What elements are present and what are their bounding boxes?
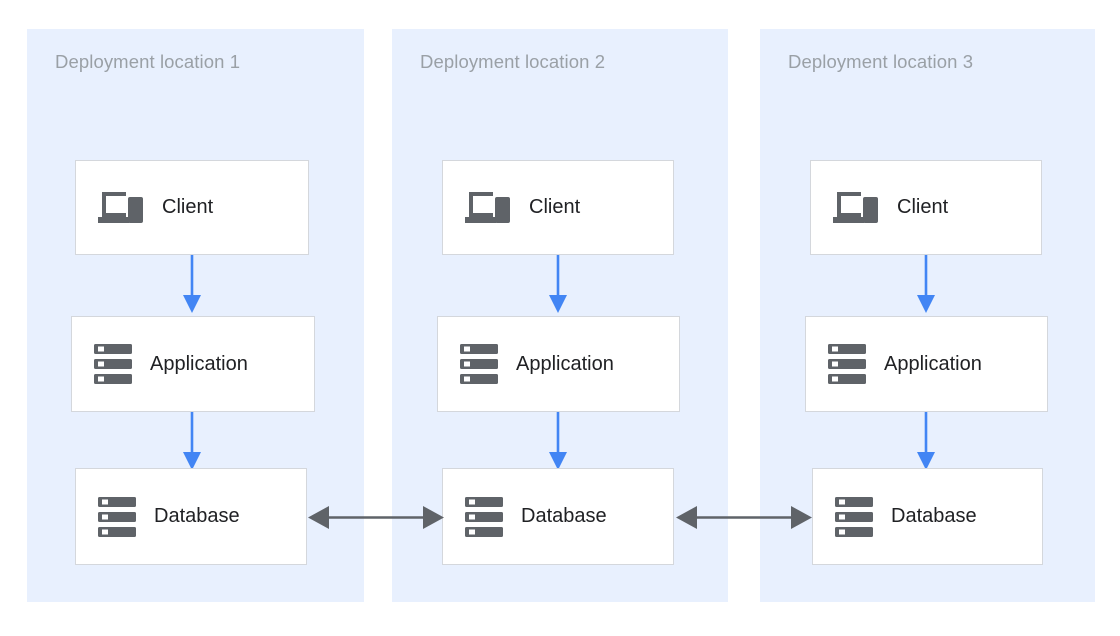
flow-arrow-client-to-application-3 [911,255,941,315]
node-card-client-3[interactable]: Client [810,160,1042,255]
server-icon [94,343,132,385]
deployment-panel-1: Deployment location 1 Client [27,29,364,602]
server-icon [835,496,873,538]
node-card-application-2[interactable]: Application [437,316,680,412]
flow-arrow-application-to-database-2 [543,412,573,472]
node-label-database-1: Database [154,505,240,527]
node-card-database-3[interactable]: Database [812,468,1043,565]
node-label-application-2: Application [516,352,614,375]
node-card-client-2[interactable]: Client [442,160,674,255]
node-label-client-1: Client [162,196,214,218]
sync-arrow-database-2-to-database-3 [676,501,812,534]
flow-arrow-client-to-application-1 [177,255,207,315]
node-label-application-3: Application [884,352,982,375]
devices-icon [833,188,879,228]
node-card-application-3[interactable]: Application [805,316,1048,412]
flow-arrow-client-to-application-2 [543,255,573,315]
server-icon [460,343,498,385]
server-icon [465,496,503,538]
node-label-client-2: Client [529,196,581,218]
node-label-client-3: Client [897,196,949,218]
node-card-client-1[interactable]: Client [75,160,309,255]
node-card-application-1[interactable]: Application [71,316,315,412]
node-label-application-1: Application [150,352,248,375]
panel-title-3: Deployment location 3 [788,51,974,72]
flow-arrow-application-to-database-1 [177,412,207,472]
devices-icon [465,188,511,228]
deployment-panel-3: Deployment location 3 Client [760,29,1095,602]
flow-arrow-application-to-database-3 [911,412,941,472]
devices-icon [98,188,144,228]
node-card-database-2[interactable]: Database [442,468,674,565]
server-icon [98,496,136,538]
node-label-database-3: Database [891,505,977,527]
sync-arrow-database-1-to-database-2 [308,501,444,534]
panel-title-1: Deployment location 1 [55,51,241,72]
node-card-database-1[interactable]: Database [75,468,307,565]
node-label-database-2: Database [521,505,607,527]
panel-title-2: Deployment location 2 [420,51,606,72]
deployment-panel-2: Deployment location 2 Client [392,29,728,602]
server-icon [828,343,866,385]
